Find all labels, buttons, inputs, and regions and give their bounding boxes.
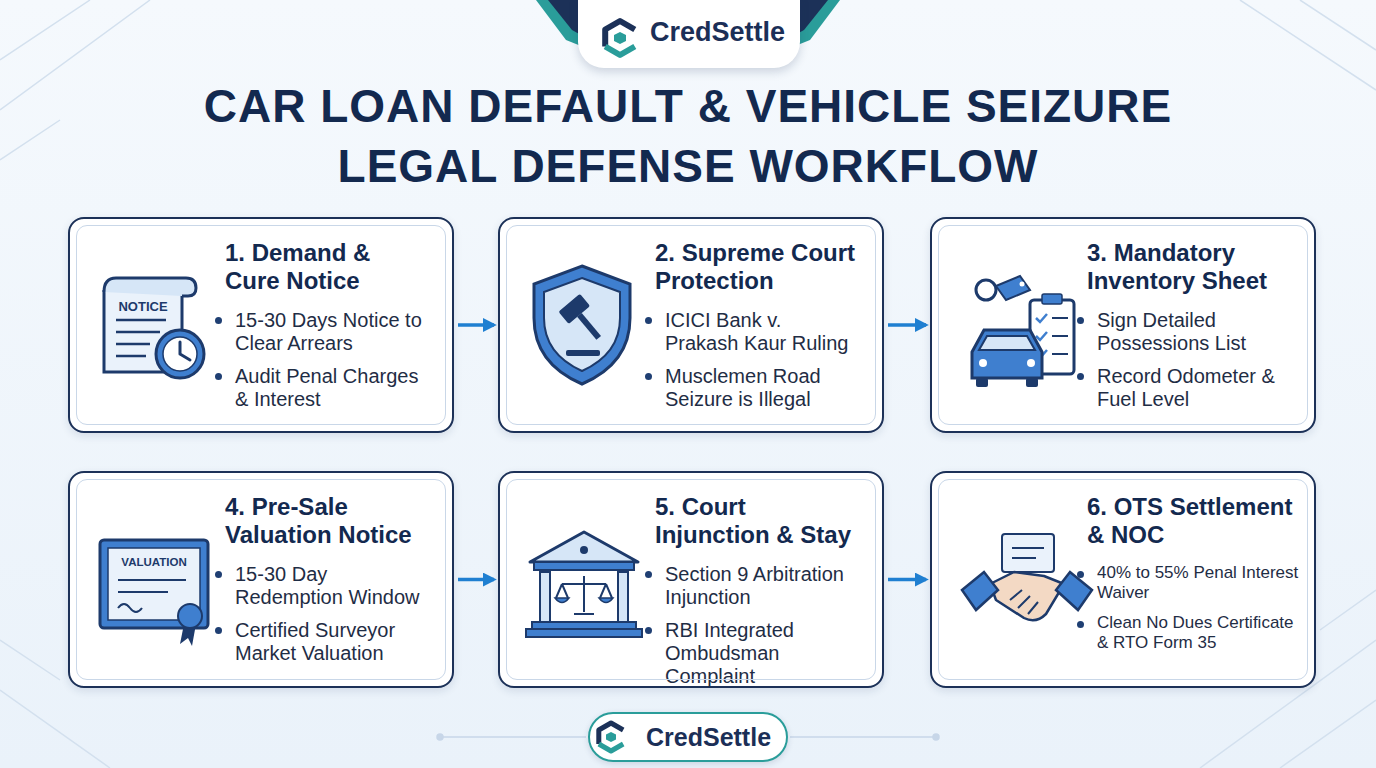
step-card: 6. OTS Settlement & NOC 40% to 55% Penal … [930, 471, 1316, 688]
flow-arrow [458, 578, 494, 582]
background-lines [0, 0, 150, 160]
step-card: 3. Mandatory Inventory SheetSign Detaile… [930, 217, 1316, 433]
bullet-list: 15-30 Day Redemption WindowCertified Sur… [215, 563, 425, 675]
flow-arrow [458, 323, 494, 327]
step-heading: 3. Mandatory Inventory Sheet [1087, 239, 1309, 295]
step-heading: 1. Demand & Cure Notice [225, 239, 415, 295]
circuit-lines [790, 736, 936, 738]
step-heading: 4. Pre-Sale Valuation Notice [225, 493, 447, 549]
bullet-point: Musclemen Road Seizure is Illegal [645, 365, 855, 411]
background-lines [1240, 0, 1376, 90]
flow-arrow [888, 578, 926, 582]
bullet-list: Sign Detailed Possessions ListRecord Odo… [1077, 309, 1287, 421]
bullet-point: Sign Detailed Possessions List [1077, 309, 1287, 355]
step-card: 5. Court Injunction & StaySection 9 Arbi… [498, 471, 884, 688]
icon-caption: VALUATION [108, 556, 200, 568]
bullet-point: Certified Surveyor Market Valuation [215, 619, 425, 665]
bullet-point: 40% to 55% Penal Interest Waiver [1077, 563, 1302, 603]
step-card: 2. Supreme Court ProtectionICICI Bank v.… [498, 217, 884, 433]
brand-name: CredSettle [646, 723, 771, 752]
bullet-point: RBI Integrated Ombudsman Complaint [645, 619, 855, 688]
icon-caption: NOTICE [104, 299, 182, 314]
step-card: 4. Pre-Sale Valuation Notice 15-30 Day Re… [68, 471, 454, 688]
step-card: 1. Demand & Cure Notice 15-30 Days Notice… [68, 217, 454, 433]
brand-name: CredSettle [650, 17, 785, 48]
logo-badge: CredSettle [578, 0, 800, 68]
step-heading: 6. OTS Settlement & NOC [1087, 493, 1309, 549]
circuit-lines [440, 736, 586, 738]
bullet-list: Section 9 Arbitration InjunctionRBI Inte… [645, 563, 855, 698]
bullet-list: 15-30 Days Notice to Clear ArrearsAudit … [215, 309, 425, 421]
step-heading: 2. Supreme Court Protection [655, 239, 877, 295]
flow-arrow [888, 323, 926, 327]
bullet-point: ICICI Bank v. Prakash Kaur Ruling [645, 309, 855, 355]
step-heading: 5. Court Injunction & Stay [655, 493, 860, 549]
circuit-lines [933, 734, 939, 740]
bullet-point: Clean No Dues Certificate & RTO Form 35 [1077, 613, 1302, 653]
bullet-point: 15-30 Days Notice to Clear Arrears [215, 309, 425, 355]
bullet-point: Audit Penal Charges & Interest [215, 365, 425, 411]
bullet-point: Record Odometer & Fuel Level [1077, 365, 1287, 411]
logo-badge: CredSettle [588, 712, 788, 762]
bullet-list: 40% to 55% Penal Interest WaiverClean No… [1077, 563, 1302, 663]
bullet-point: Section 9 Arbitration Injunction [645, 563, 855, 609]
circuit-lines [437, 734, 443, 740]
diagram-title: CAR LOAN DEFAULT & VEHICLE SEIZURE LEGAL… [138, 76, 1238, 196]
bullet-point: 15-30 Day Redemption Window [215, 563, 425, 609]
bullet-list: ICICI Bank v. Prakash Kaur RulingMusclem… [645, 309, 855, 421]
